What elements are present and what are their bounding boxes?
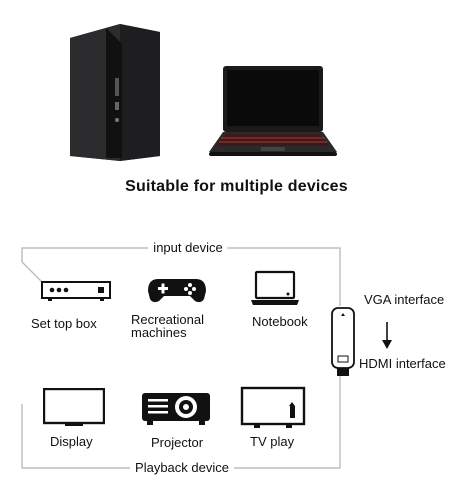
notebook-label: Notebook bbox=[252, 314, 308, 329]
projector-icon bbox=[142, 393, 210, 425]
playback-device-title: Playback device bbox=[130, 460, 234, 475]
tv-icon bbox=[240, 386, 306, 428]
notebook-icon bbox=[251, 270, 299, 305]
set-top-box-icon bbox=[41, 281, 111, 301]
arrow-down-icon bbox=[382, 322, 392, 349]
projector-label: Projector bbox=[151, 435, 204, 450]
recreational-machines-label: Recreational machines bbox=[131, 312, 204, 340]
tv-play-label: TV play bbox=[250, 434, 295, 449]
laptop-photo bbox=[209, 66, 337, 156]
hdmi-interface-label: HDMI interface bbox=[359, 356, 446, 371]
headline: Suitable for multiple devices bbox=[125, 178, 348, 195]
vga-interface-label: VGA interface bbox=[364, 292, 445, 307]
adapter-icon bbox=[331, 307, 355, 376]
set-top-box-label: Set top box bbox=[31, 316, 97, 331]
display-icon bbox=[43, 388, 105, 426]
pc-tower-photo bbox=[70, 24, 160, 161]
display-label: Display bbox=[50, 434, 93, 449]
gamepad-icon bbox=[148, 279, 206, 303]
input-device-title: input device bbox=[148, 240, 228, 255]
